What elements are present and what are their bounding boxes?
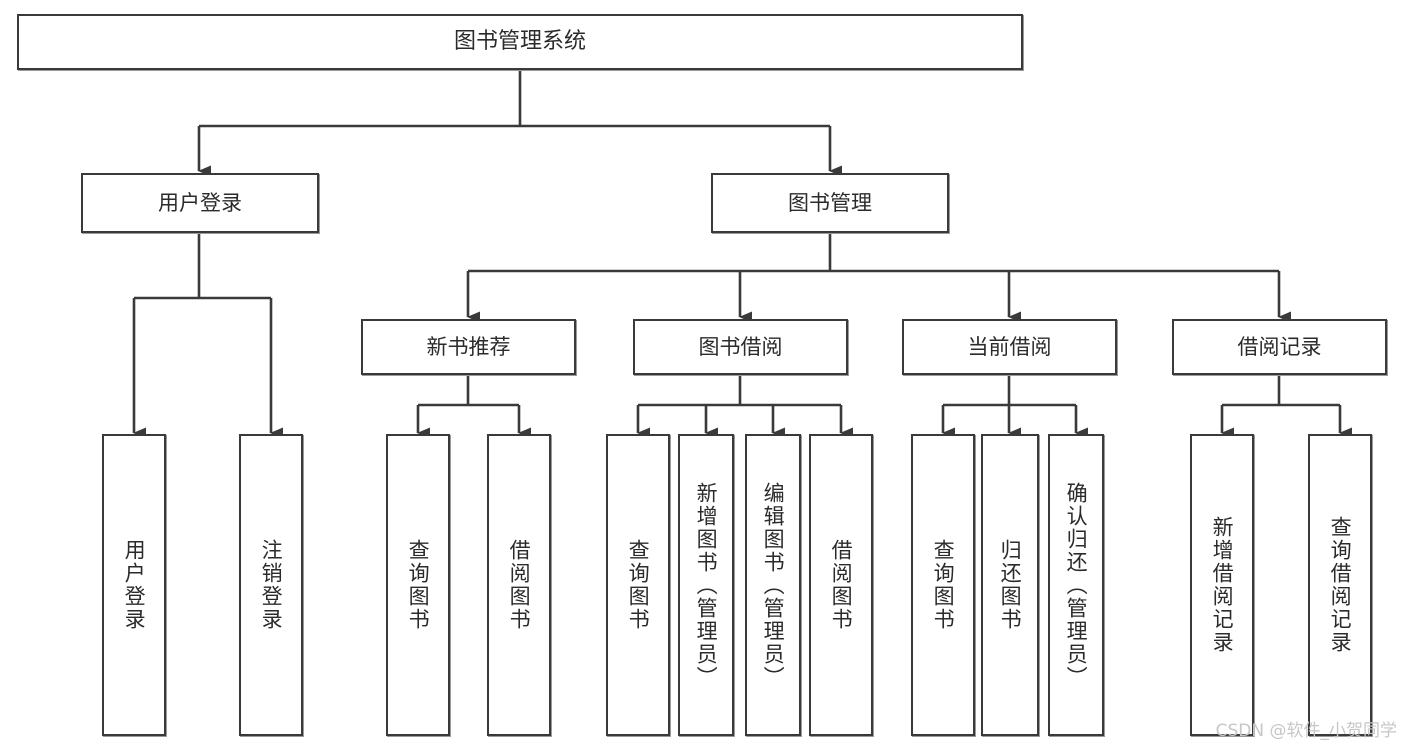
leaf-query-book-recommendation[interactable]: 查询图书 <box>386 434 450 736</box>
node-label: 用户登录 <box>122 539 147 631</box>
node-new-book-recommendation[interactable]: 新书推荐 <box>361 319 576 375</box>
csdn-watermark: CSDN @软件_小贺同学 <box>1215 721 1397 741</box>
node-root-book-management-system[interactable]: 图书管理系统 <box>17 14 1023 70</box>
node-label: 编辑图书（管理员） <box>761 481 786 689</box>
node-book-borrowing[interactable]: 图书借阅 <box>633 319 848 375</box>
node-label: 新书推荐 <box>426 334 511 359</box>
leaf-return-book[interactable]: 归还图书 <box>981 434 1039 736</box>
leaf-user-logout[interactable]: 注销登录 <box>239 434 303 736</box>
node-label: 查询图书 <box>406 539 431 631</box>
leaf-query-borrow-record[interactable]: 查询借阅记录 <box>1308 434 1372 736</box>
node-label: 借阅图书 <box>507 539 532 631</box>
node-label: 图书管理系统 <box>453 29 586 54</box>
leaf-edit-book-admin[interactable]: 编辑图书（管理员） <box>745 434 801 736</box>
node-label: 借阅记录 <box>1237 334 1322 359</box>
node-label: 图书借阅 <box>698 334 783 359</box>
leaf-query-book-borrowing[interactable]: 查询图书 <box>606 434 670 736</box>
node-user-login[interactable]: 用户登录 <box>81 173 319 233</box>
node-label: 查询借阅记录 <box>1328 516 1353 654</box>
node-book-management[interactable]: 图书管理 <box>711 173 949 233</box>
node-label: 查询图书 <box>626 539 651 631</box>
leaf-borrow-book-borrowing[interactable]: 借阅图书 <box>809 434 873 736</box>
leaf-confirm-return-admin[interactable]: 确认归还（管理员） <box>1048 434 1104 736</box>
node-label: 归还图书 <box>998 539 1023 631</box>
leaf-add-book-admin[interactable]: 新增图书（管理员） <box>678 434 734 736</box>
node-label: 确认归还（管理员） <box>1064 481 1089 689</box>
leaf-add-borrow-record[interactable]: 新增借阅记录 <box>1190 434 1254 736</box>
node-label: 当前借阅 <box>967 334 1052 359</box>
node-label: 新增图书（管理员） <box>694 481 719 689</box>
node-borrowing-record[interactable]: 借阅记录 <box>1172 319 1387 375</box>
leaf-borrow-book-recommendation[interactable]: 借阅图书 <box>487 434 551 736</box>
leaf-user-login[interactable]: 用户登录 <box>102 434 166 736</box>
node-label: 查询图书 <box>931 539 956 631</box>
node-label: 注销登录 <box>259 539 284 631</box>
node-label: 用户登录 <box>158 190 242 215</box>
leaf-query-book-current[interactable]: 查询图书 <box>911 434 975 736</box>
node-current-borrowing[interactable]: 当前借阅 <box>902 319 1117 375</box>
node-label: 借阅图书 <box>829 539 854 631</box>
node-label: 新增借阅记录 <box>1210 516 1235 654</box>
node-label: 图书管理 <box>788 190 872 215</box>
